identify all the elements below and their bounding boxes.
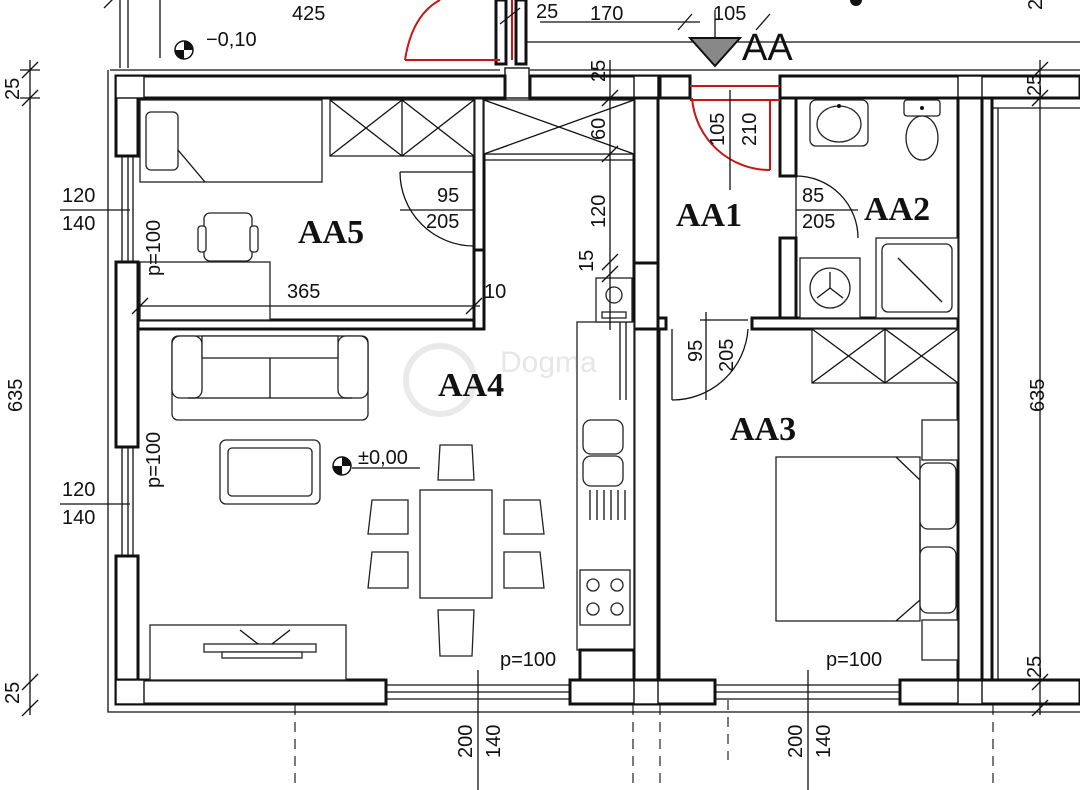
window-aa4-left [121, 447, 134, 556]
washbasin [809, 99, 869, 147]
room-aa3: AA3 [730, 411, 796, 448]
desk-aa5 [139, 212, 271, 321]
outer-walls [107, 69, 1080, 713]
dim-105: 105 [713, 3, 746, 25]
bed-aa3 [775, 419, 959, 661]
dim-win4-h: 140 [813, 725, 835, 758]
dim-10: 10 [484, 281, 506, 303]
dim-aa3-door-w: 95 [685, 340, 707, 362]
kitchen-counter [576, 321, 636, 682]
room-labels: AA5 AA1 AA2 AA4 AA3 [298, 191, 930, 448]
parapet-aa4-left: p=100 [143, 432, 165, 488]
dim-170: 170 [590, 3, 623, 25]
furniture [139, 99, 959, 682]
room-aa2: AA2 [864, 191, 930, 228]
dim-365: 365 [287, 281, 320, 303]
dim-win1-w: 120 [62, 185, 95, 207]
entrance-door [690, 85, 780, 172]
section-marker: AA [687, 10, 793, 69]
dim-635-right: 635 [1027, 379, 1049, 412]
level-outside: −0,10 [206, 29, 257, 51]
tv-unit [149, 624, 347, 681]
dim-15: 15 [576, 250, 598, 272]
toilet [903, 99, 941, 161]
window-aa5-left [121, 156, 134, 262]
dim-25-left-bottom: 25 [2, 682, 24, 704]
interior-walls [136, 96, 1080, 682]
dim-win2-h: 140 [62, 507, 95, 529]
dim-win4-w: 200 [785, 725, 807, 758]
dim-25-right-top: 25 [1024, 74, 1046, 96]
doors [399, 85, 859, 401]
hall-wardrobe [483, 99, 635, 155]
watermark-text: Dogma [500, 346, 597, 379]
dim-door-105: 105 [707, 113, 729, 146]
dim-win3-w: 200 [455, 725, 477, 758]
dim-aa5-door-w: 95 [437, 185, 459, 207]
dim-door-210: 210 [739, 113, 761, 146]
room-aa5: AA5 [298, 214, 364, 251]
dim-25-left-top: 25 [2, 78, 24, 100]
watermark: Dogma [403, 343, 597, 417]
level-marker-inside: ±0,00 [332, 447, 420, 476]
level-marker-outside: −0,10 [174, 29, 257, 60]
dimension-texts: 425 25 170 105 25 25 25 25 25 60 120 15 … [2, 0, 1049, 758]
parapet-aa5: p=100 [143, 220, 165, 276]
room-aa1: AA1 [676, 197, 742, 234]
parapet-notes: p=100 p=100 p=100 p=100 [143, 220, 882, 671]
dim-win2-w: 120 [62, 479, 95, 501]
dim-aa2-door-h: 205 [802, 211, 835, 233]
room-aa4: AA4 [438, 367, 504, 404]
parapet-aa3-bottom: p=100 [826, 649, 882, 671]
dim-aa2-door-w: 85 [802, 185, 824, 207]
door-aa3 [671, 328, 749, 401]
dim-635-left: 635 [5, 379, 27, 412]
guide-lines [294, 700, 994, 790]
level-inside: ±0,00 [358, 447, 408, 469]
dining-set [367, 444, 545, 657]
wardrobe-aa5 [329, 99, 475, 157]
dim-425: 425 [292, 3, 325, 25]
dim-aa3-door-h: 205 [716, 339, 738, 372]
boiler [595, 277, 633, 323]
sofa [171, 335, 369, 421]
dim-aa5-door-h: 205 [426, 211, 459, 233]
dim-25-right-bottom: 25 [1024, 656, 1046, 678]
shower [875, 237, 959, 319]
dim-25-top-right: 25 [1025, 0, 1047, 10]
washing-machine [799, 257, 861, 319]
dim-win3-h: 140 [483, 725, 505, 758]
dimension-lines [20, 0, 1049, 790]
door-aa2 [795, 175, 859, 239]
section-label: AA [742, 27, 793, 69]
dim-top-25: 25 [536, 1, 558, 23]
top-fragment [110, 0, 1080, 99]
bed-aa5 [139, 99, 323, 183]
dim-25-hall: 25 [588, 60, 610, 82]
dim-win1-h: 140 [62, 213, 95, 235]
parapet-aa4-bottom: p=100 [500, 649, 556, 671]
door-aa5 [399, 171, 475, 247]
wardrobe-aa3 [811, 328, 959, 384]
dim-120: 120 [588, 195, 610, 228]
dim-60: 60 [588, 118, 610, 140]
